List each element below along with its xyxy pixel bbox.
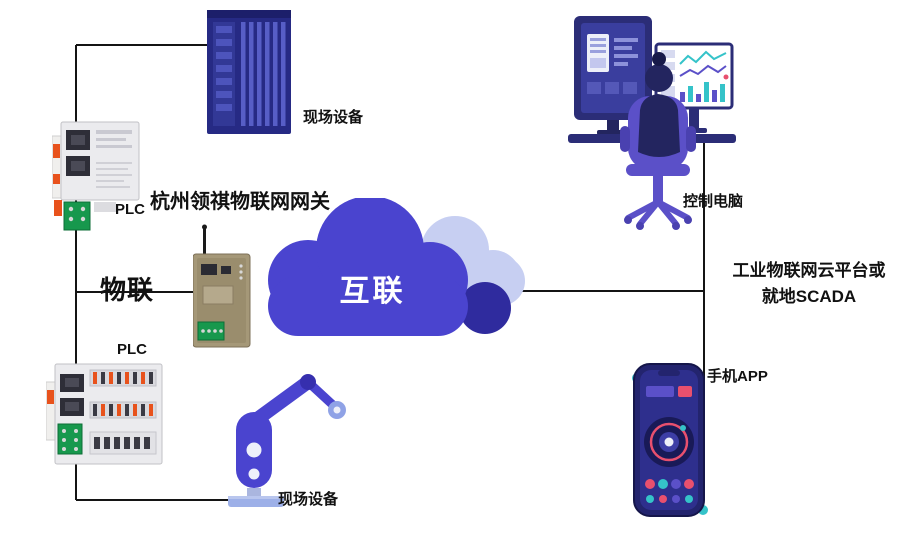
plc-orange-latch <box>53 144 60 158</box>
person-torso <box>638 94 680 157</box>
smartphone-illustration <box>630 362 708 524</box>
gateway-terminal-pins <box>201 329 223 333</box>
ethernet-port-2-inner <box>71 161 85 171</box>
phone-record-teal-dot <box>680 425 686 431</box>
cloud-illustration <box>248 198 533 353</box>
field-device-bottom-label: 现场设备 <box>278 491 339 508</box>
chair-wheels <box>624 216 692 230</box>
plc2-bottom-slots <box>94 437 150 449</box>
robot-pole <box>247 488 261 496</box>
platform-label-line1: 工业物联网云平台或 <box>732 261 886 280</box>
chart-monitor <box>654 42 734 133</box>
antenna <box>203 226 206 256</box>
plc2-terminal-strip-mid <box>89 401 157 419</box>
platform-label-line2: 就地SCADA <box>761 287 857 307</box>
plc-orange-clip <box>54 200 62 216</box>
monitor-card-lines <box>590 38 606 68</box>
robot-joint-dot-2 <box>248 468 260 480</box>
phone-card-purple <box>646 386 674 397</box>
person-hair-bun <box>652 52 666 66</box>
main-monitor-stand <box>607 120 619 130</box>
main-monitor <box>574 16 652 135</box>
antenna-tip <box>202 224 207 230</box>
gateway-port-2 <box>221 266 231 274</box>
ethernet-port-1-inner <box>71 135 85 145</box>
chair-armrest-right <box>686 126 696 152</box>
chair-legs <box>625 199 691 227</box>
phone-record-ring <box>649 422 689 462</box>
phone-app-dots-row1 <box>645 479 694 489</box>
server-vent-slats <box>241 22 286 126</box>
robot-joint-dot-1 <box>246 442 262 458</box>
control-computer-label: 控制电脑 <box>683 193 744 210</box>
plc-orange-latch2 <box>53 174 60 184</box>
phone-notch <box>658 370 680 376</box>
robot-upper-arm <box>249 375 315 427</box>
plc-bottom-block <box>94 202 116 212</box>
gateway-leds <box>239 264 243 280</box>
chair-pole <box>653 176 663 202</box>
server-left-column <box>213 22 235 126</box>
server-drive-slots <box>216 26 232 111</box>
platform-label: 工业物联网云平台或 就地SCADA <box>720 258 898 311</box>
mini-bar-chart <box>680 82 725 102</box>
control-computer-illustration <box>568 6 736 238</box>
plc-top-label: PLC <box>115 201 145 218</box>
gateway-green-terminal <box>197 321 225 341</box>
plc2-orange-latch <box>47 390 54 404</box>
phone-app-dots-row2 <box>646 495 693 503</box>
teal-line-chart <box>679 50 727 65</box>
person-head <box>645 64 673 92</box>
plc-green-terminal <box>63 201 91 231</box>
plc2-terminal-strip-top <box>89 369 157 387</box>
mobile-app-label: 手机APP <box>707 368 768 385</box>
robot-arm-illustration <box>206 356 356 508</box>
purple-line-chart <box>679 64 727 77</box>
iot-left-label: 物联 <box>100 275 155 305</box>
robot-elbow-joint <box>300 374 316 390</box>
gateway-caption-label: 杭州领祺物联网网关 <box>150 191 330 213</box>
server-top-band <box>207 10 291 18</box>
monitor-text-lines <box>614 38 638 66</box>
monitor-bottom-tiles <box>587 82 637 94</box>
plc2-terminal-pins <box>62 429 78 451</box>
plc2-green-terminal <box>57 423 83 455</box>
cloud-main-part <box>268 198 468 336</box>
plc-top-device <box>52 120 147 235</box>
chair-armrest-left <box>620 126 630 152</box>
red-dot <box>723 74 729 80</box>
plc-label-lines <box>96 130 132 148</box>
phone-card-red <box>678 386 692 397</box>
iot-gateway-device <box>193 224 253 350</box>
server-rack-illustration <box>205 10 293 136</box>
robot-base-highlight <box>228 496 284 499</box>
plc-text-rows <box>96 162 132 188</box>
plc2-terminal-ticks-top <box>93 372 153 384</box>
plc-bottom-label: PLC <box>117 341 147 358</box>
cloud-center-label: 互联 <box>339 275 406 308</box>
cloud-shadow-part <box>459 282 511 334</box>
chart-monitor-stand <box>689 108 699 128</box>
phone-record-center <box>664 437 674 447</box>
gateway-port-1 <box>201 264 217 275</box>
plc-terminal-pins <box>68 206 86 222</box>
plc2-port-2-inner <box>65 402 79 411</box>
gateway-label-plate <box>202 285 234 305</box>
field-device-top-label: 现场设备 <box>303 109 364 126</box>
plc2-port-1-inner <box>65 378 79 387</box>
chair-seat <box>626 164 690 176</box>
robot-gripper-center <box>333 406 341 414</box>
plc2-terminal-ticks-mid <box>93 404 153 416</box>
plc-bottom-device <box>46 362 164 467</box>
